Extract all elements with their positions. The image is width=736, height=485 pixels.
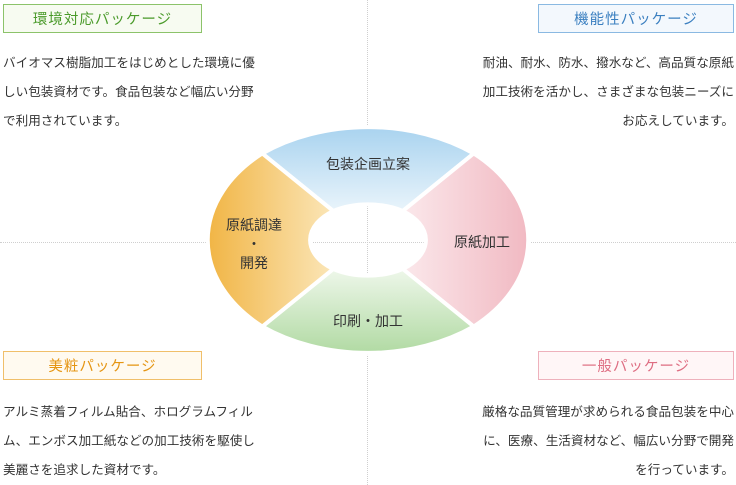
eco-package-description: バイオマス樹脂加工をはじめとした環境に優 しい包装資材です。食品包装など幅広い分… xyxy=(3,55,255,128)
general-package-description: 厳格な品質管理が求められる食品包装を中心 に、医療、生活資材など、幅広い分野で開… xyxy=(482,404,734,477)
general-package-label: 一般パッケージ xyxy=(538,351,734,380)
cycle-label-left-line1: 原紙調達 xyxy=(226,218,282,234)
cycle-label-right: 原紙加工 xyxy=(454,235,510,251)
cycle-label-left-line3: 開発 xyxy=(240,256,268,272)
cosmetic-package-description: アルミ蒸着フィルム貼合、ホログラムフィル ム、エンボス加工紙などの加工技術を駆使… xyxy=(3,404,255,477)
cycle-segment-bottom xyxy=(258,266,478,355)
horizontal-guide-line xyxy=(0,242,736,243)
cycle-segment-right xyxy=(399,151,531,329)
cycle-segment-top xyxy=(258,125,478,214)
eco-package-label: 環境対応パッケージ xyxy=(3,4,202,33)
cycle-label-top: 包装企画立案 xyxy=(326,156,410,173)
functional-package-description: 耐油、耐水、防水、撥水など、高品質な原紙 加工技術を活かし、さまざまな包装ニーズ… xyxy=(482,55,734,128)
process-cycle-ring: 包装企画立案 原紙加工 印刷・加工 原紙調達 ・ 開発 xyxy=(205,125,531,355)
cosmetic-package-label: 美粧パッケージ xyxy=(3,351,202,380)
cycle-label-bottom: 印刷・加工 xyxy=(333,314,403,330)
cycle-label-left-line2: ・ xyxy=(247,237,261,253)
cycle-segment-left xyxy=(205,151,337,329)
functional-package-label: 機能性パッケージ xyxy=(538,4,734,33)
